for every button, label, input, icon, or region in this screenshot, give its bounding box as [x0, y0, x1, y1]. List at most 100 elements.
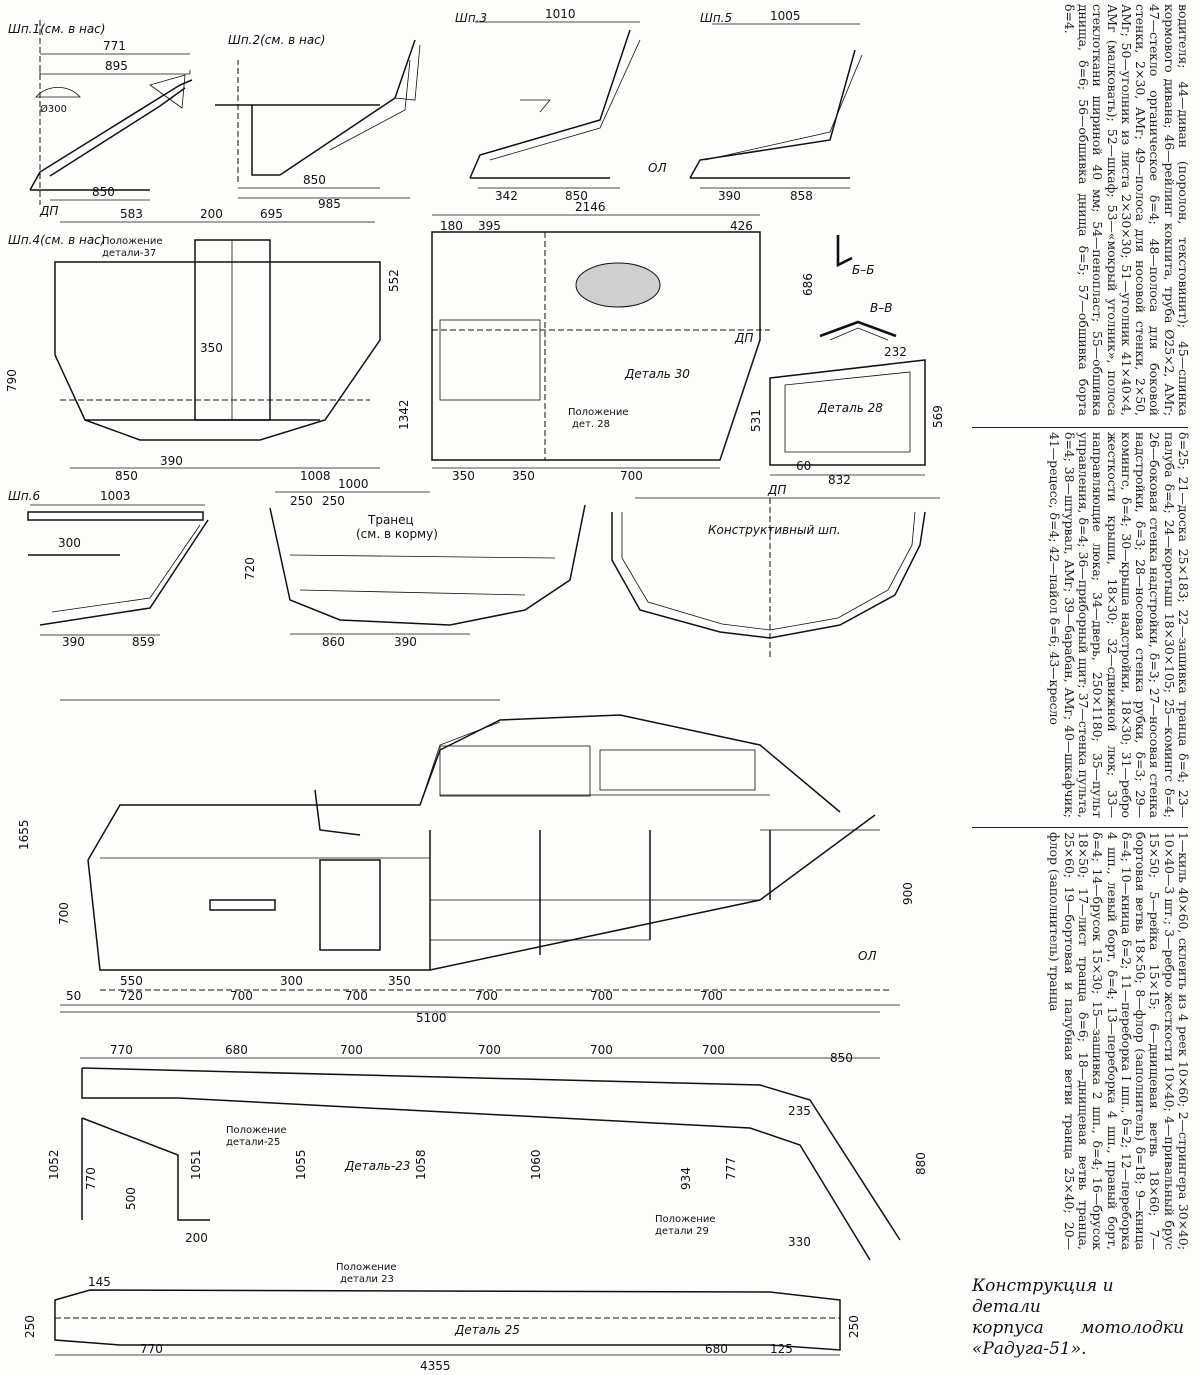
- dim-1060: 1060: [529, 1149, 543, 1180]
- dim-552: 552: [387, 269, 401, 292]
- dim-859: 859: [132, 635, 155, 649]
- dim-50: 50: [66, 989, 81, 1003]
- dim-700-sv-2: 700: [345, 989, 368, 1003]
- dim-500: 500: [124, 1187, 138, 1210]
- constructive-frame: ДП Конструктивный шп.: [611, 483, 940, 660]
- dim-350-sp4: 350: [200, 341, 223, 355]
- dim-5100: 5100: [416, 1011, 447, 1025]
- dim-390-sp6: 390: [62, 635, 85, 649]
- dim-60: 60: [796, 459, 811, 473]
- dim-700-d23-2: 700: [478, 1043, 501, 1057]
- dim-720-sv: 720: [120, 989, 143, 1003]
- section-1-label: Шп.1(см. в нас): [8, 22, 105, 36]
- section-4-label: Шп.4(см. в нас): [8, 233, 105, 247]
- svg-text:Ø300: Ø300: [40, 103, 67, 115]
- dim-1342: 1342: [397, 399, 411, 430]
- dim-250-tr-b: 250: [322, 494, 345, 508]
- caption-line-2: корпуса мотолодки: [972, 1318, 1184, 1338]
- dim-850-sp1: 850: [92, 185, 115, 199]
- dim-850-sp3: 850: [565, 189, 588, 203]
- section-vv-label: В–В: [870, 301, 892, 315]
- dim-900: 900: [901, 882, 915, 905]
- dim-1008: 1008: [300, 469, 331, 483]
- dim-1051: 1051: [189, 1149, 203, 1180]
- dim-1000: 1000: [338, 477, 369, 491]
- dim-1655: 1655: [17, 819, 31, 850]
- dim-4355: 4355: [420, 1359, 451, 1373]
- dim-1005: 1005: [770, 9, 801, 23]
- dim-550: 550: [120, 974, 143, 988]
- detail-25-coaming: 145 Положение детали 23 Деталь 25 770 68…: [23, 1262, 861, 1373]
- dim-777: 777: [724, 1157, 738, 1180]
- section-frame-1: Шп.1(см. в нас) 895 771 Ø300 850 ДП: [8, 20, 193, 218]
- dim-850-sp2: 850: [303, 173, 326, 187]
- dim-770-d25: 770: [140, 1342, 163, 1356]
- detail-28-window: 232 Деталь 28 832 60 569 531: [749, 345, 945, 487]
- detail-30-title: Деталь 30: [624, 367, 690, 381]
- constructive-frame-title: Конструктивный шп.: [708, 523, 841, 537]
- dim-700-sv-v: 700: [57, 902, 71, 925]
- dim-390-sp5: 390: [718, 189, 741, 203]
- pos23-line2: детали 23: [340, 1274, 394, 1285]
- section-frame-2: Шп.2(см. в нас) 850 985: [215, 33, 421, 211]
- detail-23-title: Деталь-23: [344, 1159, 410, 1173]
- dim-180: 180: [440, 219, 463, 233]
- dim-700-sv-3: 700: [475, 989, 498, 1003]
- dim-200-d23: 200: [185, 1231, 208, 1245]
- dim-250-d25-l: 250: [23, 1315, 37, 1338]
- section-2-label: Шп.2(см. в нас): [228, 33, 325, 47]
- section-6-label: Шп.6: [8, 489, 40, 503]
- section-5-label: Шп.5: [700, 11, 732, 25]
- section-frame-5: Шп.5 1005 390 858: [689, 9, 863, 203]
- dim-342: 342: [495, 189, 518, 203]
- dp-label-2: ДП: [734, 331, 753, 345]
- dim-850-d23: 850: [830, 1051, 853, 1065]
- dp-label-3: ДП: [767, 483, 786, 497]
- pos25-line1: Положение: [226, 1125, 287, 1136]
- dim-850-sp4: 850: [115, 469, 138, 483]
- section-details-bb-vv: Б–Б В–В: [819, 235, 897, 341]
- dim-700-sv-5: 700: [700, 989, 723, 1003]
- dim-426: 426: [730, 219, 753, 233]
- pos29-line1: Положение: [655, 1214, 716, 1225]
- section-frame-6: Шп.6 1003 390 859 300: [8, 489, 209, 649]
- caption-line-3: «Радуга-51».: [972, 1339, 1087, 1359]
- dim-1003: 1003: [100, 489, 131, 503]
- dim-985: 985: [318, 197, 341, 211]
- dim-583: 583: [120, 207, 143, 221]
- dim-934: 934: [679, 1167, 693, 1190]
- pos25-line2: детали-25: [226, 1137, 280, 1148]
- dim-686: 686: [801, 273, 815, 296]
- dim-1052: 1052: [47, 1149, 61, 1180]
- pos28-line2: дет. 28: [572, 419, 610, 430]
- pos23-line1: Положение: [336, 1262, 397, 1273]
- transom-title-2: (см. в корму): [356, 527, 438, 541]
- dim-145: 145: [88, 1275, 111, 1289]
- dim-680-d25: 680: [705, 1342, 728, 1356]
- caption-line-1: Конструкция и детали: [972, 1276, 1114, 1317]
- pos28-line1: Положение: [568, 407, 629, 418]
- dim-232: 232: [884, 345, 907, 359]
- dim-330: 330: [788, 1235, 811, 1249]
- section-frame-4: Шп.4(см. в нас) 583 200 695 Положение де…: [5, 207, 401, 483]
- dim-700-sv-1: 700: [230, 989, 253, 1003]
- detail-28-title: Деталь 28: [817, 401, 883, 415]
- dp-label-1: ДП: [39, 204, 58, 218]
- dim-350-sv: 350: [388, 974, 411, 988]
- dim-1055: 1055: [294, 1149, 308, 1180]
- dim-832: 832: [828, 473, 851, 487]
- dim-250-tr-a: 250: [290, 494, 313, 508]
- dim-895: 895: [105, 59, 128, 73]
- dim-250-d25-r: 250: [847, 1315, 861, 1338]
- dim-125-d25: 125: [770, 1342, 793, 1356]
- transom-title-1: Транец: [367, 513, 414, 527]
- dim-720-tr: 720: [243, 557, 257, 580]
- dim-700-d23-3: 700: [590, 1043, 613, 1057]
- dim-531: 531: [749, 409, 763, 432]
- dim-300-sp6: 300: [58, 536, 81, 550]
- detail-23-deck: 770 680 700 700 700 700 850 Деталь-23 По…: [47, 1043, 928, 1261]
- pos37-line2: детали-37: [102, 248, 156, 259]
- dim-695: 695: [260, 207, 283, 221]
